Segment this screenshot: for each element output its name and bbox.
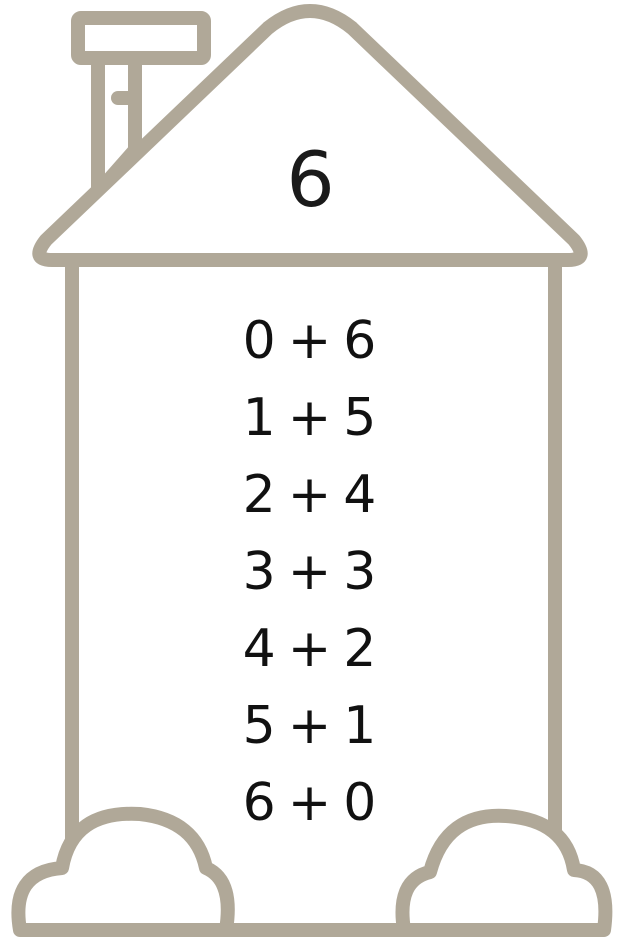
addend-b: 5 bbox=[343, 385, 378, 451]
addend-a: 5 bbox=[243, 693, 278, 759]
plus-sign: + bbox=[288, 462, 334, 528]
addend-a: 1 bbox=[243, 385, 278, 451]
sum-row: 2+4 bbox=[0, 462, 621, 539]
chimney-cap bbox=[78, 18, 204, 58]
addend-a: 4 bbox=[243, 616, 278, 682]
addend-b: 6 bbox=[343, 308, 378, 374]
sum-list: 0+6 1+5 2+4 3+3 4+2 5+1 6+0 bbox=[0, 308, 621, 847]
addend-a: 3 bbox=[243, 539, 278, 605]
addend-a: 0 bbox=[243, 308, 278, 374]
plus-sign: + bbox=[288, 770, 334, 836]
house-number: 6 bbox=[0, 142, 621, 218]
plus-sign: + bbox=[288, 616, 334, 682]
addend-a: 2 bbox=[243, 462, 278, 528]
sum-row: 4+2 bbox=[0, 616, 621, 693]
plus-sign: + bbox=[288, 385, 334, 451]
sum-row: 5+1 bbox=[0, 693, 621, 770]
plus-sign: + bbox=[288, 693, 334, 759]
sum-row: 6+0 bbox=[0, 770, 621, 847]
sum-row: 3+3 bbox=[0, 539, 621, 616]
addend-b: 3 bbox=[343, 539, 378, 605]
addend-a: 6 bbox=[243, 770, 278, 836]
sum-row: 0+6 bbox=[0, 308, 621, 385]
plus-sign: + bbox=[288, 539, 334, 605]
addend-b: 1 bbox=[343, 693, 378, 759]
plus-sign: + bbox=[288, 308, 334, 374]
addend-b: 4 bbox=[343, 462, 378, 528]
sum-row: 1+5 bbox=[0, 385, 621, 462]
addend-b: 2 bbox=[343, 616, 378, 682]
addend-b: 0 bbox=[343, 770, 378, 836]
